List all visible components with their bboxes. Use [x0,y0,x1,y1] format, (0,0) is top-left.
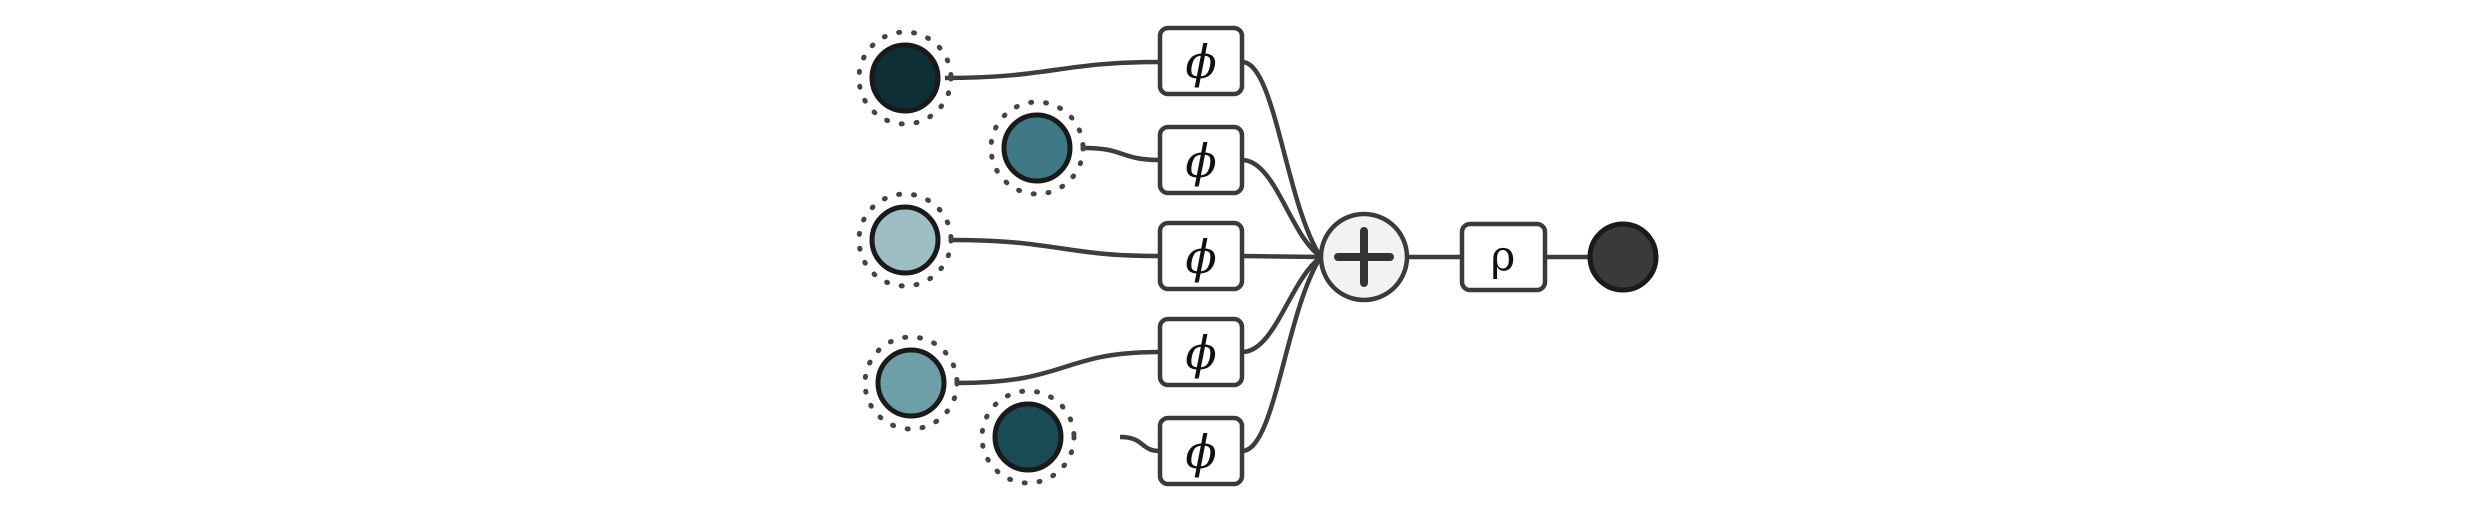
phi-label: ϕ [1185,326,1216,380]
rho-box-frame [1459,221,1548,293]
phi-label: ϕ [1185,425,1216,479]
phi-label: ϕ [1185,35,1216,89]
phi-box-4: ϕ [1157,316,1245,388]
input-node-4 [862,334,960,432]
input-node-5 [979,388,1077,486]
phi-box-frame [1157,124,1245,196]
input-node-ring [988,99,1086,197]
input-node-3 [856,191,954,289]
edge-phi3-sum [1241,253,1321,260]
phi-box-5: ϕ [1157,415,1245,487]
edge-input1-phi1 [944,59,1161,81]
phi-label: ϕ [1185,230,1216,284]
edge-phi1-sum [1241,59,1322,258]
phi-box-frame [1157,316,1245,388]
edge-input2-phi2 [1084,145,1161,163]
edge-input3-phi3 [949,237,1161,259]
phi-box-frame [1157,25,1245,97]
edge-input5-phi5 [1119,434,1161,454]
input-node-2 [988,99,1086,197]
input-node-core [869,204,941,276]
rho-box: ρ [1459,221,1548,293]
rho-label: ρ [1491,231,1516,280]
input-node-core [992,401,1064,473]
input-node-core [869,42,941,114]
input-node-ring [856,29,954,127]
phi-box-frame [1157,220,1245,292]
phi-box-frame [1157,415,1245,487]
output-node [1587,221,1659,293]
phi-box-1: ϕ [1157,25,1245,97]
sum-node [1318,211,1410,303]
edge-input4-phi4 [956,349,1161,386]
input-node-ring [862,334,960,432]
plus-icon [1334,227,1394,287]
phi-box-2: ϕ [1157,124,1245,196]
input-node-ring [856,191,954,289]
phi-label: ϕ [1185,134,1216,188]
input-node-core [1001,112,1073,184]
edge-phi4-sum [1241,256,1322,355]
input-node-ring [979,388,1077,486]
input-node-1 [856,29,954,127]
input-node-core [875,347,947,419]
phi-box-3: ϕ [1157,220,1245,292]
edge-phi2-sum [1241,157,1322,258]
edge-phi5-sum [1241,256,1322,454]
